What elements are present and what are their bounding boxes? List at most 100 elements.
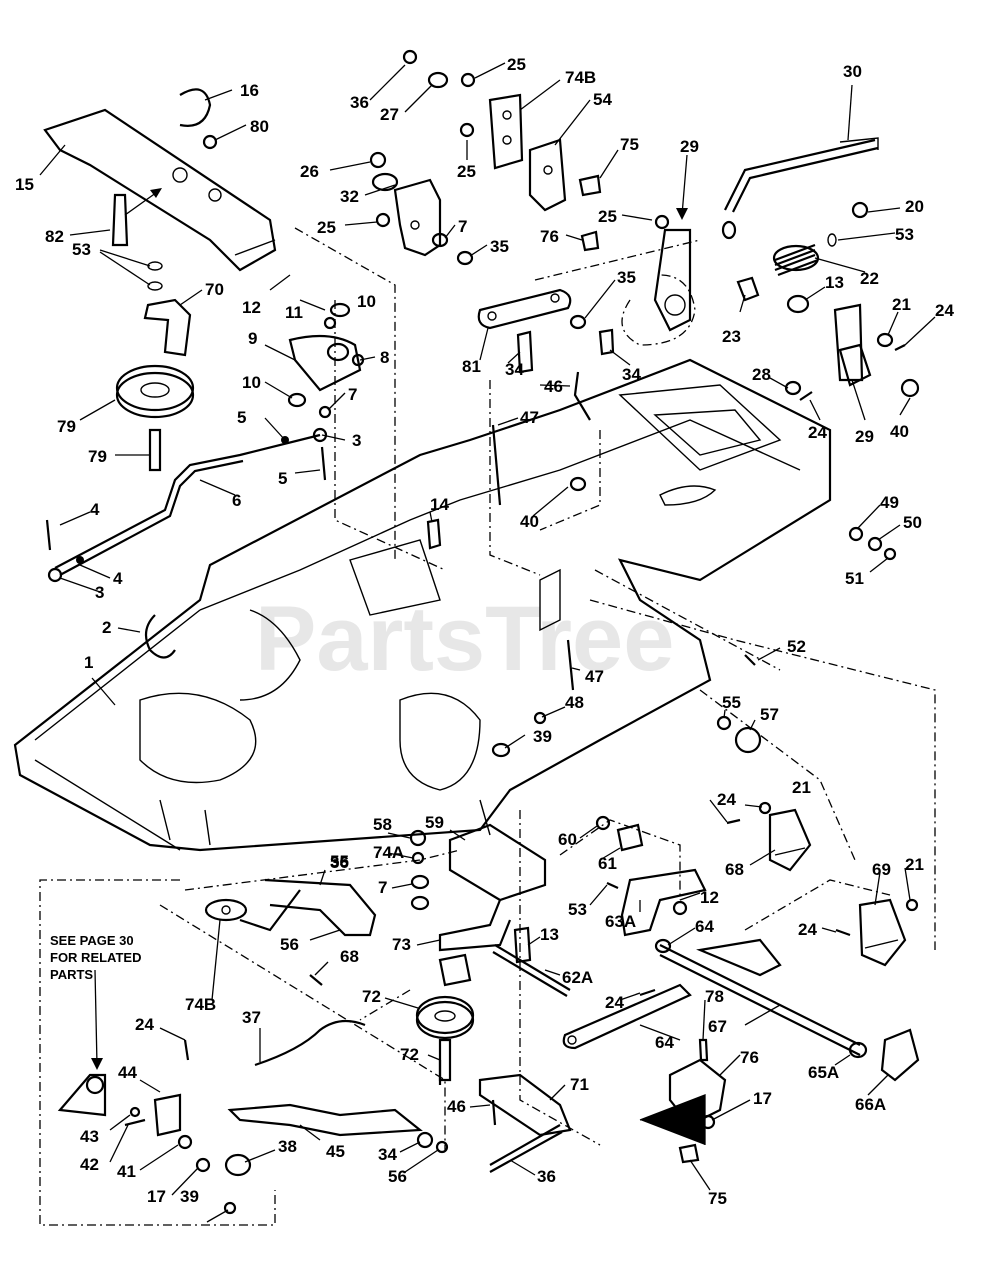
assembly-lines [39,227,936,1226]
callout: 41 [117,1162,136,1181]
callout: 24 [798,920,817,939]
callout: 23 [722,327,741,346]
washer-21-top [876,332,894,348]
washer-43 [129,1106,141,1118]
main-frame [13,358,832,852]
callout: 74A [373,843,404,862]
washer-73 [411,851,425,865]
callout: 63A [605,912,636,931]
callout: 64 [695,917,714,936]
callout: 38 [278,1137,297,1156]
washer-17-left [195,1157,211,1173]
callout: 21 [905,855,924,874]
callout: 7 [458,217,467,236]
washer-53-b [147,281,163,291]
callout: 14 [430,495,449,514]
callout: 45 [326,1142,345,1161]
callout: 3 [95,583,104,602]
callout: 42 [80,1155,99,1174]
nut-7-top [431,232,449,248]
leader-lines [39,62,936,1223]
callout: 11 [285,303,303,322]
bracket-54 [528,138,567,212]
pin-24-upper [726,818,741,825]
callout: 25 [317,218,336,237]
callout: 36 [537,1167,556,1186]
callout: 9 [248,329,257,348]
callout: 27 [380,105,399,124]
callout: 35 [490,237,509,256]
callout: 34 [505,360,524,379]
washer-41 [177,1134,193,1150]
retaining-ring-2 [144,614,176,659]
nut-55-right [716,715,732,731]
callout: 47 [585,667,604,686]
retaining-ring-16 [179,88,212,127]
callout: 74B [565,68,596,87]
nut-40-right [900,378,920,398]
pin-24-top [799,344,906,401]
spring-22 [772,243,820,277]
pin-79-a [578,174,602,197]
callout: 54 [593,90,612,109]
callout: 24 [605,993,624,1012]
pin-42 [124,1118,146,1127]
callout: 36 [350,93,369,112]
washer-53-right [827,233,837,247]
callout: 55 [722,693,741,712]
callout: 17 [147,1187,166,1206]
callout: 47 [520,408,539,427]
callout: 56 [280,935,299,954]
link-83 [477,288,572,374]
bolt-76 [678,1143,700,1164]
watermark: PartsTree [255,588,674,690]
nut-40-mid [569,476,587,492]
callout: 30 [843,62,862,81]
bracket-15 [43,108,277,272]
callout: 56 [388,1167,407,1186]
callout: 35 [617,268,636,287]
nut-21-upper [758,801,772,815]
bracket-72-top [143,298,192,357]
bolt-52-low [606,881,619,890]
callout: 28 [752,365,771,384]
callout: 60 [558,830,577,849]
callout: 10 [242,373,261,392]
note-line-1: SEE PAGE 30 [50,933,134,948]
callout: 39 [533,727,552,746]
bolt-46-a [573,371,591,421]
rod-30 [721,137,879,240]
callout: 75 [708,1189,727,1208]
callout: 16 [240,81,259,100]
callout: 53 [895,225,914,244]
pin-24-left [183,1039,190,1061]
washer-33 [784,380,802,396]
callout: 78 [705,987,724,1006]
callout: 32 [340,187,359,206]
washer-27 [427,71,449,89]
nut-57 [409,829,427,847]
callout: 82 [45,227,64,246]
note-line-2: FOR RELATED [50,950,141,965]
spacer-7-low [410,874,430,890]
callout: 13 [540,925,559,944]
plate-68-lower [858,898,907,967]
callout: 40 [520,512,539,531]
callout: 55 [330,852,349,871]
callout: 53 [72,240,91,259]
callout: 71 [570,1075,589,1094]
callout: 76 [540,227,559,246]
callouts: 16 80 15 82 53 70 12 11 10 9 8 10 7 79 5… [15,55,954,1208]
bolt-46-low [491,1099,497,1126]
pulley-81 [115,364,195,472]
bolt-75 [698,1038,709,1062]
callout: 81 [462,357,481,376]
bracket-32 [371,172,442,257]
cable-36 [254,1019,366,1067]
washer-50 [867,536,883,552]
callout: 29 [855,427,874,446]
callout: 74B [185,995,216,1014]
spring-61 [492,944,571,997]
idler-bracket-9 [287,302,365,419]
bracket-58 [438,823,547,952]
